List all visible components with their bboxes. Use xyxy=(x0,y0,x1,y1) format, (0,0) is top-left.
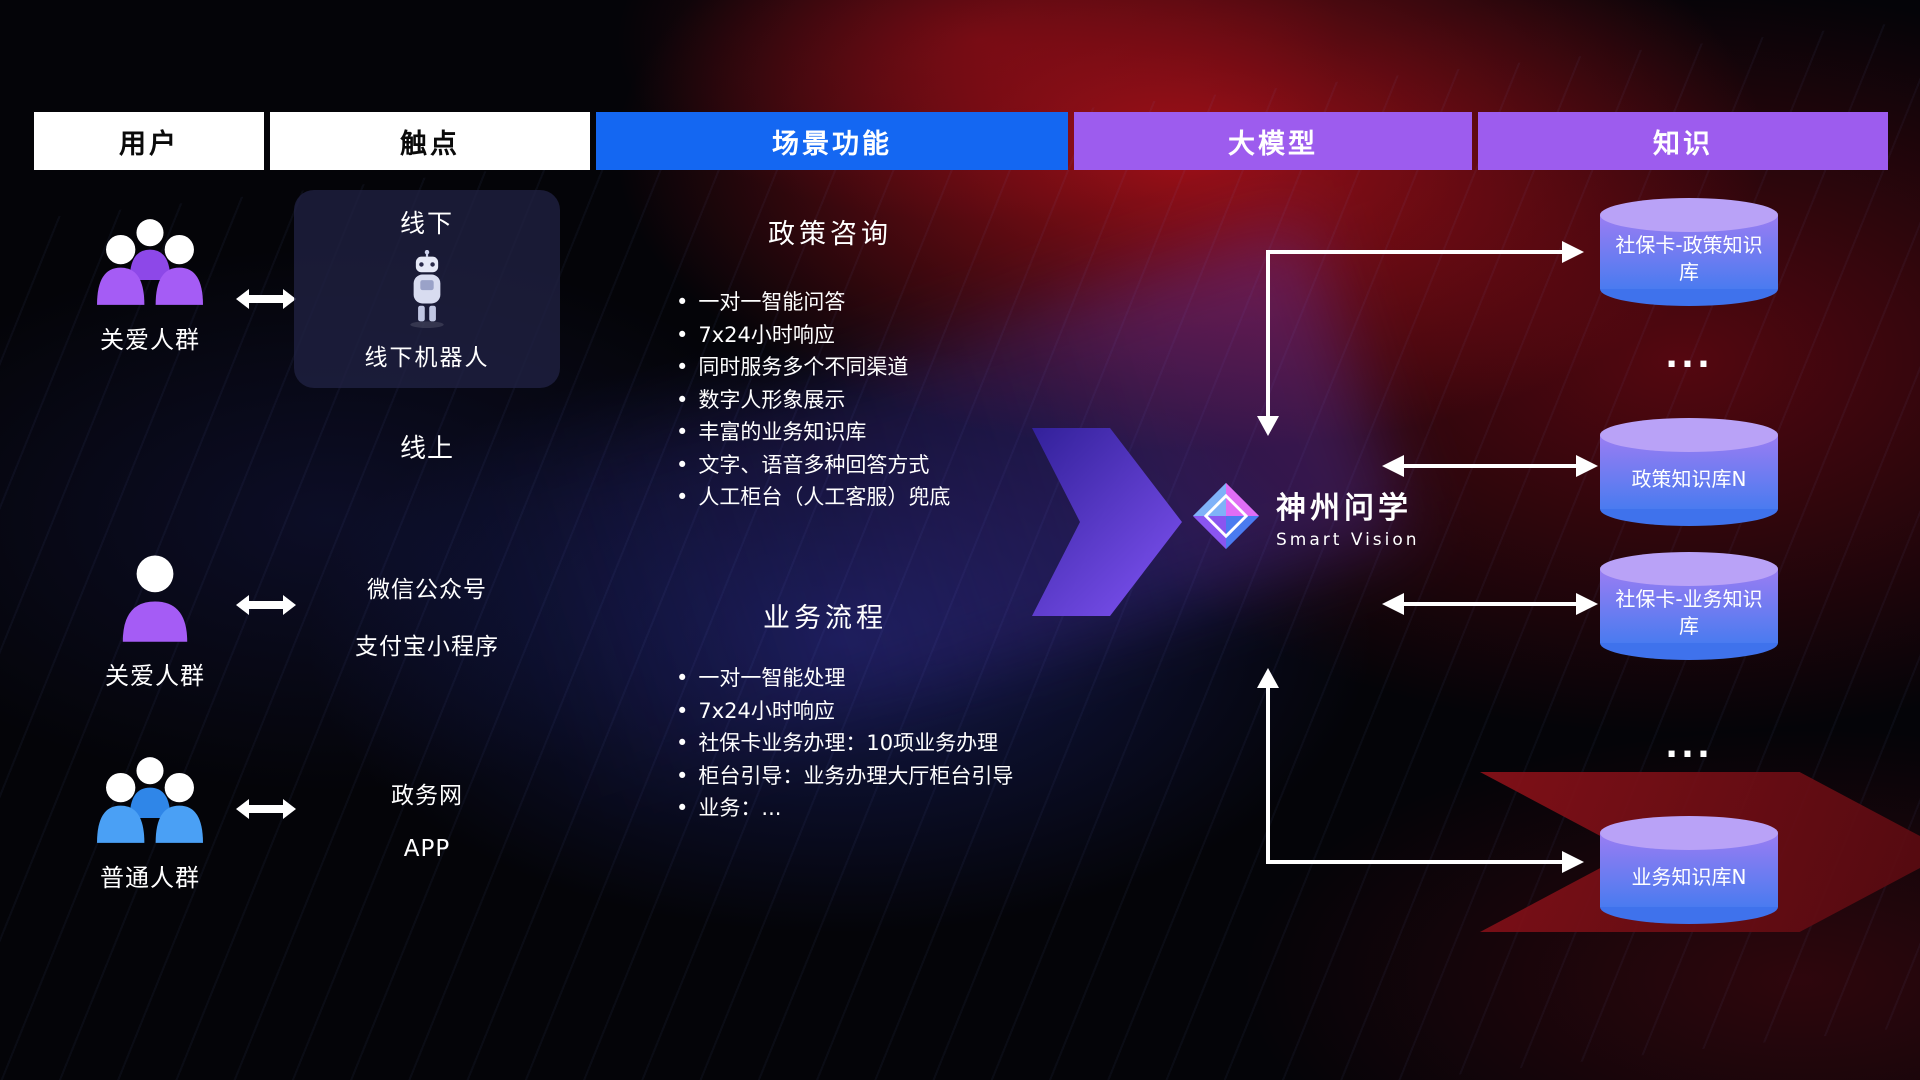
single-person-icon xyxy=(122,555,188,642)
channel-app: APP xyxy=(403,836,451,862)
column-header-touchpoints: 触点 xyxy=(270,112,590,170)
arrowhead-down-icon xyxy=(1257,416,1279,436)
online-title: 线上 xyxy=(399,434,454,464)
cylinder-top xyxy=(1600,198,1778,232)
list-item: 文字、语音多种回答方式 xyxy=(676,454,1096,476)
user-group-care-2: 关爱人群 xyxy=(85,552,225,691)
group-people-icon xyxy=(97,219,203,305)
connector-line xyxy=(1402,464,1578,468)
double-arrow-icon xyxy=(236,595,296,615)
list-item: 人工柜台（人工客服）兜底 xyxy=(676,487,1096,508)
cylinder-top xyxy=(1600,552,1778,586)
channel-wechat: 微信公众号 xyxy=(367,577,487,603)
cylinder-top xyxy=(1600,816,1778,850)
ellipsis-top: ... xyxy=(1665,336,1713,376)
list-item: 一对一智能问答 xyxy=(676,292,1096,313)
list-item: 一对一智能处理 xyxy=(676,668,1096,689)
column-header-scenarios: 场景功能 xyxy=(596,112,1068,170)
model-name: 神州问学 xyxy=(1276,490,1412,526)
connector-line xyxy=(1402,602,1578,606)
connector-line xyxy=(1266,688,1270,864)
list-item: 社保卡业务办理：10项业务办理 xyxy=(676,733,1096,754)
arrowhead-up-icon xyxy=(1257,668,1279,688)
offline-touchpoint-card: 线下 线下机器人 xyxy=(294,190,560,388)
channel-alipay: 支付宝小程序 xyxy=(355,634,499,660)
cylinder-top xyxy=(1600,418,1778,452)
list-item: 业务：... xyxy=(676,798,1096,819)
diamond-logo-icon xyxy=(1192,482,1260,550)
connector-line xyxy=(1266,250,1562,254)
knowledge-db-business-ssc: 社保卡-业务知识库 xyxy=(1600,552,1778,660)
arrowhead-right-icon xyxy=(1576,593,1598,615)
scenario-business-list: 一对一智能处理 7x24小时响应 社保卡业务办理：10项业务办理 柜台引导：业务… xyxy=(676,668,1096,831)
double-arrow-icon xyxy=(236,289,296,309)
ellipsis-bottom: ... xyxy=(1665,726,1713,766)
list-item: 同时服务多个不同渠道 xyxy=(676,357,1096,378)
offline-title: 线下 xyxy=(399,209,454,238)
model-subtitle: Smart Vision xyxy=(1276,529,1420,550)
list-item: 柜台引导：业务办理大厅柜台引导 xyxy=(676,765,1096,787)
list-item: 丰富的业务知识库 xyxy=(676,422,1096,443)
channel-govweb: 政务网 xyxy=(391,783,463,809)
group-people-icon xyxy=(97,757,203,843)
user-label: 普通人群 xyxy=(100,864,200,892)
robot-icon xyxy=(410,250,444,328)
knowledge-db-policy-n: 政策知识库N xyxy=(1600,418,1778,526)
connector-line xyxy=(1266,860,1562,864)
user-label: 关爱人群 xyxy=(105,662,205,690)
arrowhead-right-icon xyxy=(1562,241,1584,263)
scenario-title-policy: 政策咨询 xyxy=(768,219,892,250)
list-item: 7x24小时响应 xyxy=(676,700,1096,722)
arrowhead-left-icon xyxy=(1382,455,1404,477)
flow-arrow-icon xyxy=(1032,428,1182,616)
connector-line xyxy=(1266,250,1270,418)
user-group-general: 普通人群 xyxy=(80,754,220,893)
arrowhead-right-icon xyxy=(1576,455,1598,477)
list-item: 数字人形象展示 xyxy=(676,389,1096,411)
offline-robot-label: 线下机器人 xyxy=(364,345,490,371)
arrowhead-left-icon xyxy=(1382,593,1404,615)
knowledge-db-label: 社保卡-业务知识库 xyxy=(1615,587,1763,638)
scenario-policy-list: 一对一智能问答 7x24小时响应 同时服务多个不同渠道 数字人形象展示 丰富的业… xyxy=(676,292,1096,520)
user-group-care-1: 关爱人群 xyxy=(80,216,220,355)
scenario-title-business: 业务流程 xyxy=(763,603,887,634)
knowledge-db-label: 政策知识库N xyxy=(1631,466,1747,491)
column-header-knowledge: 知识 xyxy=(1478,112,1888,170)
column-header-users: 用户 xyxy=(34,112,264,170)
column-header-llm: 大模型 xyxy=(1074,112,1472,170)
knowledge-db-label: 社保卡-政策知识库 xyxy=(1615,233,1763,284)
model-logo: 神州问学 Smart Vision xyxy=(1190,480,1420,552)
arrowhead-right-icon xyxy=(1562,851,1584,873)
user-label: 关爱人群 xyxy=(100,326,200,354)
knowledge-db-business-n: 业务知识库N xyxy=(1600,816,1778,924)
knowledge-db-label: 业务知识库N xyxy=(1631,864,1747,889)
double-arrow-icon xyxy=(236,799,296,819)
list-item: 7x24小时响应 xyxy=(676,324,1096,346)
knowledge-db-policy-ssc: 社保卡-政策知识库 xyxy=(1600,198,1778,306)
